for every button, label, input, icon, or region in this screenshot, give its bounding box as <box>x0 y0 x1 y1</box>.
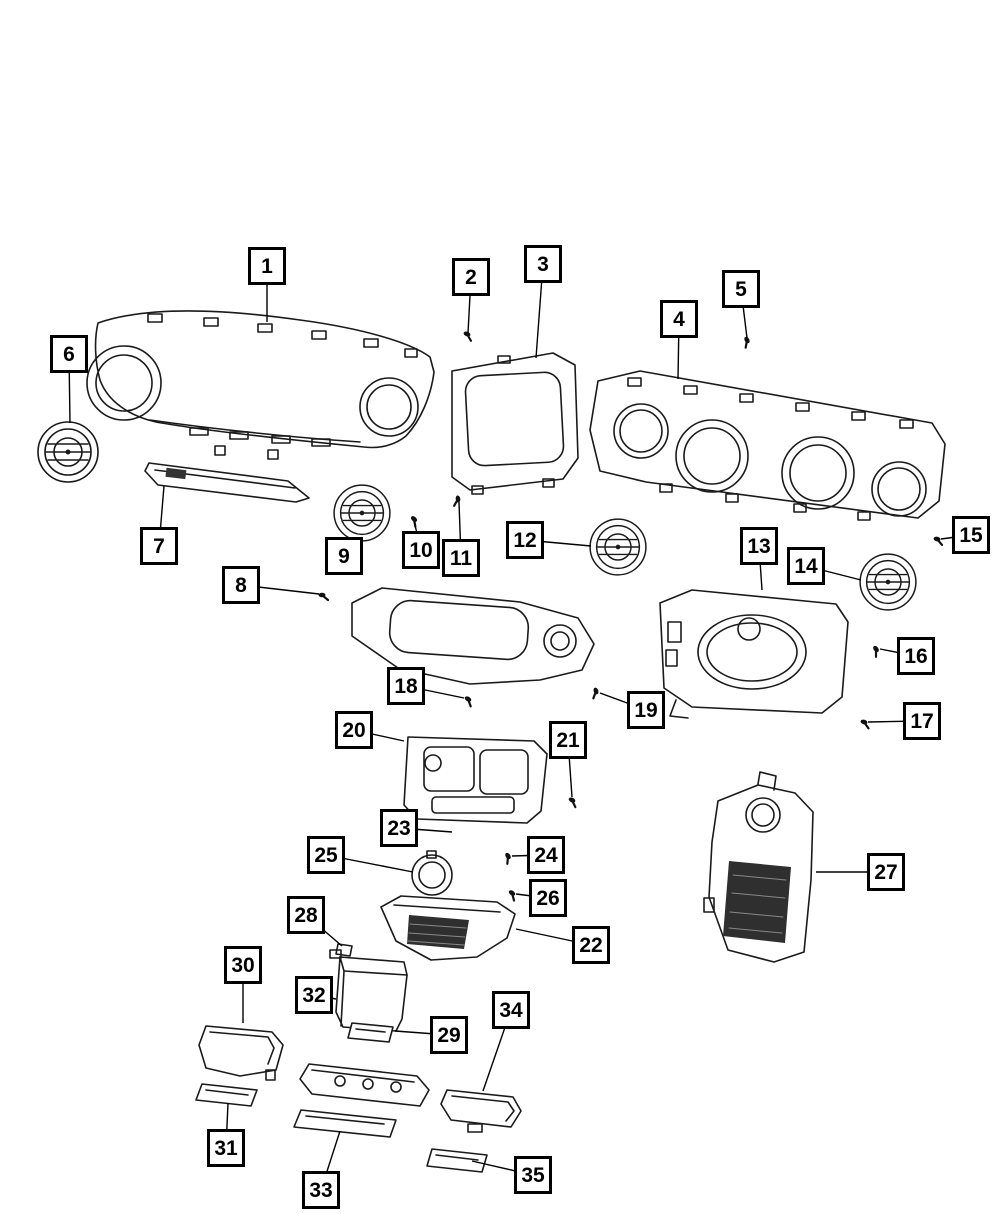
callout-28[interactable]: 28 <box>287 896 325 934</box>
callout-15[interactable]: 15 <box>952 516 990 554</box>
callout-19[interactable]: 19 <box>627 691 665 729</box>
part-mat-right-drawing <box>426 1148 488 1173</box>
callout-17[interactable]: 17 <box>903 702 941 740</box>
callout-7[interactable]: 7 <box>140 527 178 565</box>
callout-10[interactable]: 10 <box>402 531 440 569</box>
callout-11[interactable]: 11 <box>442 539 480 577</box>
callout-12[interactable]: 12 <box>506 521 544 559</box>
part-cluster-bezel-drawing <box>589 370 946 521</box>
part-lower-console-cover-drawing <box>380 895 516 961</box>
part-trim-applique-drawing <box>144 462 310 503</box>
part-lower-right-piece-drawing <box>440 1089 522 1133</box>
callout-26[interactable]: 26 <box>529 879 567 917</box>
part-long-tray-drawing <box>293 1063 430 1138</box>
callout-5[interactable]: 5 <box>722 270 760 308</box>
part-center-stack-upper-bezel-drawing <box>351 587 595 685</box>
callout-16[interactable]: 16 <box>897 637 935 675</box>
callout-4[interactable]: 4 <box>660 300 698 338</box>
callout-2[interactable]: 2 <box>452 258 490 296</box>
callout-24[interactable]: 24 <box>527 836 565 874</box>
callout-32[interactable]: 32 <box>295 976 333 1014</box>
callout-14[interactable]: 14 <box>787 547 825 585</box>
part-center-stack-lower-bezel-drawing <box>403 736 548 824</box>
callout-22[interactable]: 22 <box>572 926 610 964</box>
callout-18[interactable]: 18 <box>387 667 425 705</box>
callout-21[interactable]: 21 <box>549 721 587 759</box>
callout-29[interactable]: 29 <box>430 1016 468 1054</box>
callout-3[interactable]: 3 <box>524 245 562 283</box>
part-mat-small-drawing <box>347 1022 394 1043</box>
callout-35[interactable]: 35 <box>514 1156 552 1194</box>
part-side-trim-panel-drawing <box>703 771 814 963</box>
part-speaker-drawing <box>411 850 453 896</box>
callout-8[interactable]: 8 <box>222 566 260 604</box>
callout-30[interactable]: 30 <box>224 946 262 984</box>
callout-13[interactable]: 13 <box>740 527 778 565</box>
callout-6[interactable]: 6 <box>50 335 88 373</box>
callout-23[interactable]: 23 <box>380 809 418 847</box>
callout-31[interactable]: 31 <box>207 1129 245 1167</box>
part-mat-left-drawing <box>195 1083 258 1107</box>
callout-1[interactable]: 1 <box>248 247 286 285</box>
part-left-lower-bin-drawing <box>198 1025 284 1081</box>
callout-25[interactable]: 25 <box>307 836 345 874</box>
callout-33[interactable]: 33 <box>302 1171 340 1209</box>
part-storage-bin-drawing <box>329 949 408 1032</box>
callout-34[interactable]: 34 <box>492 991 530 1029</box>
part-instrument-panel-top-drawing <box>86 310 435 460</box>
callout-27[interactable]: 27 <box>867 853 905 891</box>
callout-9[interactable]: 9 <box>325 537 363 575</box>
callout-20[interactable]: 20 <box>335 711 373 749</box>
part-cluster-hood-drawing <box>659 589 849 719</box>
part-center-bezel-drawing <box>451 352 579 495</box>
